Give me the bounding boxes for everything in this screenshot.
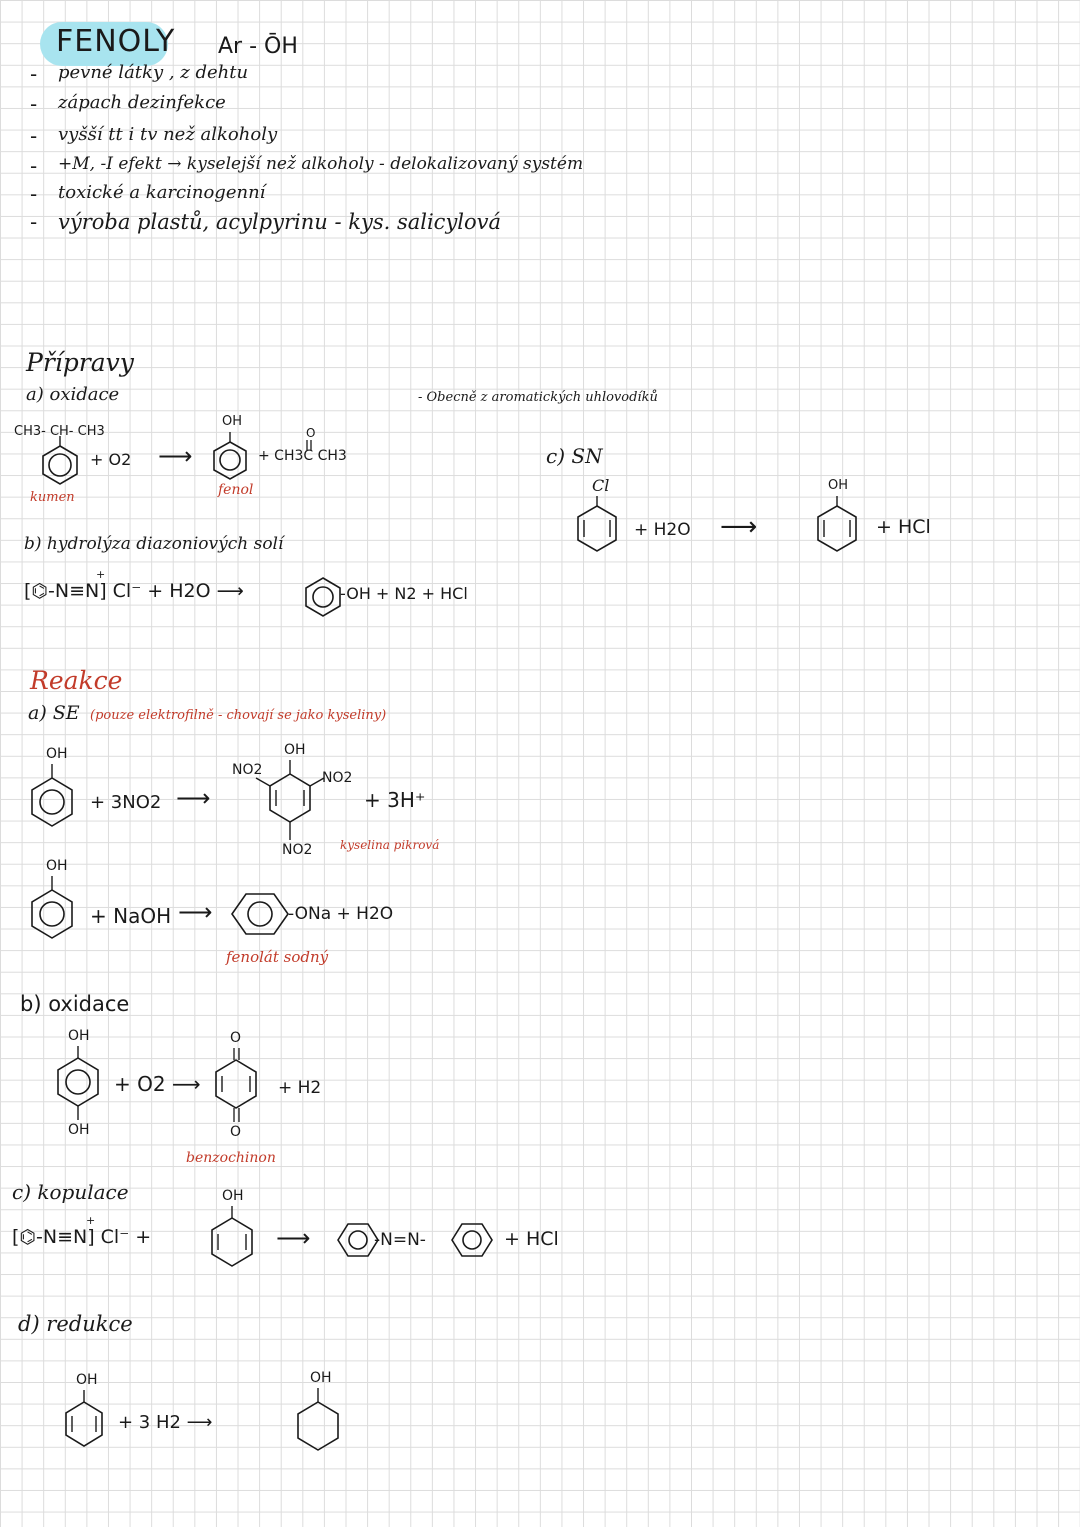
note-item: výroba plastů, acylpyrinu - kys. salicyl… (58, 210, 502, 234)
benzene-ring-cumene (42, 436, 78, 485)
hydroquinone-oh-bottom: OH (68, 1122, 90, 1138)
picric-no2-left: NO2 (232, 762, 263, 778)
note-item: toxické a karcinogenní (58, 182, 266, 203)
quinone-o-top: O (230, 1030, 242, 1046)
plus-o2: + O2 (90, 450, 132, 469)
section-title-reakce: Reakce (30, 666, 123, 695)
hydroquinone-oh-top: OH (68, 1028, 90, 1044)
cumene-name: kumen (30, 490, 75, 505)
picric-oh: OH (284, 742, 306, 758)
coupling-hcl: + HCl (504, 1228, 559, 1250)
plus-nitro: + 3NO2 (90, 792, 162, 813)
note-item: pevné látky , z dehtu (58, 62, 249, 83)
benzene-ring-sn-phenol (817, 496, 857, 552)
sn-hcl: + HCl (876, 516, 931, 538)
page-title: FENOLY (56, 24, 176, 59)
title-highlight (40, 22, 168, 66)
benzene-ring-hydrolysis (305, 577, 341, 617)
note-item: +M, -I efekt → kyselejší než alkoholy - … (58, 154, 584, 174)
arrow: ⟶ (276, 1224, 311, 1252)
azo-bond: -N=N- (374, 1230, 426, 1250)
react-d-label: d) redukce (18, 1312, 133, 1336)
se-oh: OH (46, 746, 68, 762)
bullet-dash: - (30, 154, 38, 178)
charge-plus: + (86, 1214, 96, 1227)
note-item: vyšší tt i tv než alkoholy (58, 124, 278, 145)
benzene-ring-phenol (213, 432, 247, 480)
acetone-oxygen: O (306, 426, 316, 440)
charge-plus: + (96, 568, 106, 581)
sn-oh: OH (828, 478, 849, 493)
coupling-oh: OH (222, 1188, 244, 1204)
prep-a-label: a) oxidace (26, 384, 120, 405)
picric-acid-name: kyselina pikrová (340, 838, 440, 852)
carbonyl-double-bond (306, 440, 312, 450)
bullet-dash: - (30, 210, 38, 234)
quinone-o-bottom: O (230, 1124, 242, 1140)
se-note: (pouze elektrofilně - chovají se jako ky… (90, 708, 387, 723)
react-b-label: b) oxidace (20, 992, 130, 1016)
arrow: ⟶ (158, 442, 193, 470)
benzene-ring-se-phenol (31, 764, 73, 827)
benzene-ring-phenoxide (231, 893, 289, 935)
chlorine-label: Cl (592, 476, 610, 495)
react-c-label: c) kopulace (12, 1180, 129, 1204)
arrow: ⟶ (176, 784, 211, 812)
bullet-dash: - (30, 62, 38, 86)
arrow: ⟶ (178, 898, 213, 926)
prep-c-label: c) SN (546, 444, 603, 468)
benzene-ring-chlorobenzene (577, 496, 617, 552)
benzene-ring-hydroquinone (57, 1046, 99, 1120)
plus-h2: + H2 (278, 1078, 322, 1098)
hydrolysis-product: -OH + N2 + HCl (340, 584, 468, 603)
note-item: zápach dezinfekce (58, 92, 226, 113)
react-a-label: a) SE (28, 702, 80, 724)
plus-protons: + 3H⁺ (364, 788, 426, 812)
picric-no2-bottom: NO2 (282, 842, 313, 858)
phenol-oh: OH (222, 414, 243, 429)
phenoxide-product: -ONa + H2O (288, 904, 394, 924)
general-formula: Ar - ŌH (218, 34, 298, 59)
benzene-ring-se-phenol (31, 876, 73, 939)
general-note: - Obecně z aromatických uhlovodíků (418, 390, 658, 405)
diazonium-reactant: [⌬-N≡N] Cl⁻ + H2O ⟶ (24, 580, 244, 602)
plus-naoh: + NaOH (90, 904, 172, 928)
benzene-ring-azo-left (337, 1223, 379, 1257)
bullet-dash: - (30, 124, 38, 148)
plus-3h2: + 3 H2 ⟶ (118, 1412, 213, 1433)
reduction-oh: OH (76, 1372, 98, 1388)
cumene-chain: CH3- CH- CH3 (14, 424, 105, 439)
prep-b-label: b) hydrolýza diazoniových solí (24, 534, 284, 554)
section-title-pripravy: Přípravy (26, 348, 134, 377)
phenoxide-name: fenolát sodný (226, 948, 329, 966)
acetone: + CH3C CH3 (258, 448, 347, 464)
cyclohexanol-oh: OH (310, 1370, 332, 1386)
phenol-name: fenol (218, 482, 254, 498)
bullet-dash: - (30, 92, 38, 116)
benzoquinone-name: benzochinon (186, 1150, 276, 1166)
ring-cyclohexanol (297, 1388, 339, 1451)
coupling-diazonium: [⌬-N≡N] Cl⁻ + (12, 1226, 152, 1248)
picric-no2-right: NO2 (322, 770, 353, 786)
benzene-ring-azo-right (451, 1223, 493, 1257)
benzene-ring-picric-acid (255, 760, 325, 840)
plus-water: + H2O (634, 520, 691, 540)
ring-benzoquinone (215, 1048, 257, 1122)
plus-o2: + O2 ⟶ (114, 1072, 201, 1096)
bullet-dash: - (30, 182, 38, 206)
benzene-ring-reduction-phenol (65, 1390, 103, 1447)
benzene-ring-coupling-phenol (211, 1206, 253, 1267)
se-oh: OH (46, 858, 68, 874)
arrow: ⟶ (720, 512, 758, 542)
